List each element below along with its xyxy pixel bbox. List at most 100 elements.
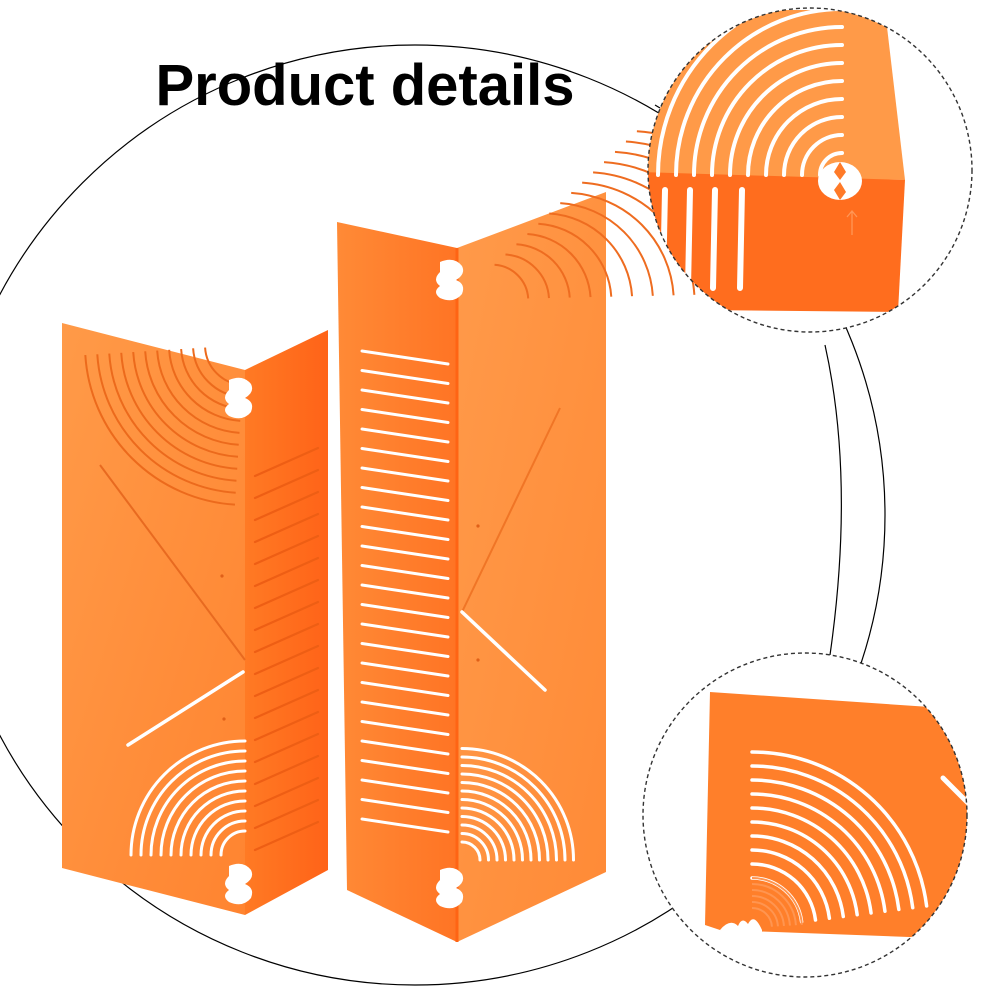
arc-slot bbox=[460, 823, 499, 862]
arc-slot bbox=[149, 759, 247, 857]
arc-slot bbox=[144, 351, 239, 446]
arc-etch bbox=[751, 877, 803, 925]
straight-slot bbox=[360, 369, 450, 385]
arc-slots-bottom bbox=[460, 747, 575, 862]
arc-slot bbox=[750, 820, 859, 917]
arc-slot bbox=[527, 232, 592, 298]
notch-teeth bbox=[834, 162, 846, 200]
right-face bbox=[245, 330, 328, 915]
arc-slot bbox=[108, 353, 237, 482]
arc-slot bbox=[84, 354, 236, 506]
arc-slot bbox=[460, 781, 541, 862]
arc-slots-top bbox=[84, 347, 243, 506]
arc-slot bbox=[219, 829, 247, 857]
straight-slot bbox=[360, 622, 450, 639]
arc-etch bbox=[751, 895, 785, 927]
arc-slot bbox=[692, 25, 844, 177]
arc-slot bbox=[169, 779, 247, 857]
straight-slot bbox=[360, 817, 450, 834]
arc-slot bbox=[460, 772, 550, 862]
small-angle-gauge bbox=[62, 323, 328, 915]
arc-slot bbox=[168, 349, 241, 422]
frame-circle bbox=[0, 44, 886, 986]
straight-slot bbox=[253, 578, 320, 610]
arc-slot bbox=[750, 862, 818, 922]
arc-slot bbox=[179, 789, 247, 857]
arc-slot bbox=[516, 243, 571, 298]
straight-slot bbox=[253, 556, 320, 588]
straight-slot bbox=[253, 732, 320, 764]
arc-slot bbox=[560, 202, 654, 296]
straight-slot bbox=[360, 603, 450, 619]
straight-slot bbox=[360, 720, 450, 736]
straight-slot bbox=[253, 754, 320, 786]
straight-slots bbox=[360, 349, 450, 834]
straight-slot bbox=[360, 661, 450, 678]
arc-slot bbox=[674, 8, 844, 177]
notch-bottom bbox=[225, 863, 253, 905]
straight-slots bbox=[253, 446, 320, 852]
arc-slot bbox=[460, 755, 567, 862]
arc-slot bbox=[728, 61, 844, 177]
arc-slot bbox=[656, 8, 844, 177]
straight-slot bbox=[253, 622, 320, 654]
straight-slot bbox=[685, 187, 693, 291]
straight-slot bbox=[253, 820, 320, 852]
left-face bbox=[337, 222, 457, 942]
arc-slots bbox=[750, 750, 929, 927]
arc-slot bbox=[460, 764, 558, 862]
front-face bbox=[648, 172, 905, 312]
arc-slot bbox=[750, 834, 846, 919]
arc-slot bbox=[460, 798, 524, 862]
arc-slot bbox=[782, 115, 844, 177]
pin-hole bbox=[220, 574, 224, 578]
arc-slots-bottom bbox=[129, 739, 247, 857]
straight-slot bbox=[360, 486, 450, 502]
arc-slot bbox=[460, 832, 490, 862]
left-face bbox=[62, 323, 245, 915]
straight-slot bbox=[253, 666, 320, 698]
straight-slot bbox=[360, 544, 450, 561]
straight-slot bbox=[253, 776, 320, 808]
arc-slot bbox=[460, 815, 507, 862]
arc-slot bbox=[750, 764, 915, 910]
arrow-up-icon bbox=[846, 209, 858, 235]
pin-hole bbox=[476, 524, 480, 528]
arc-slot bbox=[156, 350, 240, 434]
arc-slot bbox=[750, 778, 901, 912]
arc-slot bbox=[750, 848, 832, 920]
straight-slot bbox=[360, 759, 450, 775]
detail-callout-bottom bbox=[642, 652, 968, 978]
straight-slot bbox=[360, 564, 450, 580]
arc-slot bbox=[460, 747, 575, 862]
arc-etch bbox=[751, 883, 797, 926]
pin-hole bbox=[476, 658, 480, 662]
straight-slot bbox=[253, 468, 320, 500]
arc-slot bbox=[209, 819, 247, 857]
notch-hole bbox=[818, 162, 862, 200]
notch-top bbox=[225, 377, 253, 419]
arc-slot bbox=[505, 253, 550, 299]
arc-slot bbox=[460, 840, 482, 862]
detail-callout-top bbox=[647, 7, 973, 333]
arc-slot bbox=[159, 769, 247, 857]
arc-slot bbox=[538, 222, 613, 297]
straight-slot bbox=[360, 700, 450, 717]
straight-slot bbox=[253, 798, 320, 830]
straight-slot bbox=[253, 688, 320, 720]
arc-slot bbox=[818, 151, 844, 177]
straight-slot bbox=[360, 349, 450, 366]
straight-slot bbox=[253, 600, 320, 632]
straight-slot bbox=[360, 427, 450, 444]
arc-slot bbox=[460, 806, 516, 862]
straight-slot bbox=[360, 525, 450, 541]
arc-slot bbox=[129, 739, 247, 857]
straight-slot bbox=[253, 534, 320, 566]
arc-slot bbox=[132, 351, 239, 458]
notch-edge bbox=[720, 919, 762, 940]
diagonal-etch bbox=[99, 464, 246, 661]
straight-slot bbox=[360, 778, 450, 795]
arc-slot bbox=[494, 263, 530, 299]
straight-slot bbox=[710, 187, 718, 291]
arc-slot bbox=[750, 806, 873, 915]
